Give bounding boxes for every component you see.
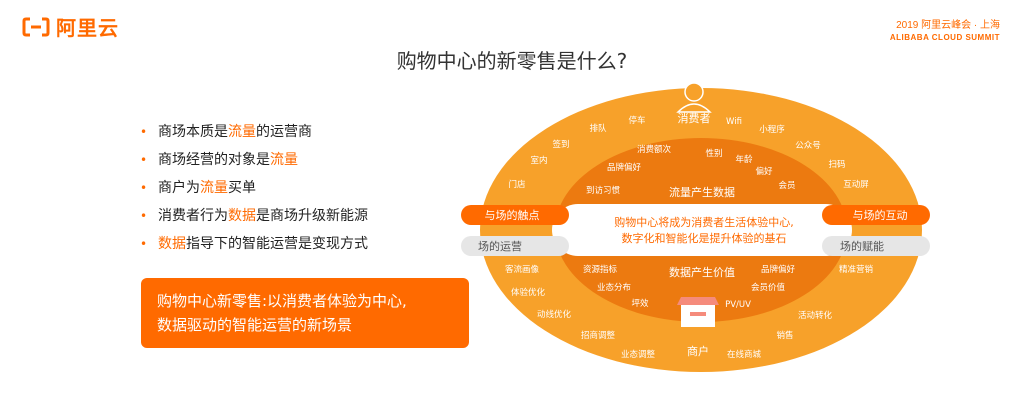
summit-name: ALIBABA CLOUD SUMMIT xyxy=(889,33,1000,42)
inner-top-label: 性别 xyxy=(705,148,722,159)
outer-label: 公众号 xyxy=(795,141,821,151)
inner-top-label: 年龄 xyxy=(735,154,753,165)
merchant-label: 商户 xyxy=(687,344,709,358)
inner-bottom-label: 会员价值 xyxy=(751,282,786,293)
inner-top-label: 品牌偏好 xyxy=(607,162,642,173)
center-text-line-1: 购物中心将成为消费者生活体验中心, xyxy=(614,215,794,229)
outer-bottom-label: 销售 xyxy=(776,330,793,341)
outer-label: 排队 xyxy=(589,123,607,134)
outer-label: 会员 xyxy=(778,180,795,191)
right-enable-label: 场的赋能 xyxy=(840,239,884,253)
inner-bottom-label: 资源指标 xyxy=(583,264,618,275)
inner-top-label: 偏好 xyxy=(755,166,773,177)
bullet-item: 数据指导下的智能运营是变现方式 xyxy=(140,230,368,258)
inner-bottom-label: 业态分布 xyxy=(597,282,631,293)
center-text-line-2: 数字化和智能化是提升体验的基石 xyxy=(622,231,787,245)
inner-top-label: 到访习惯 xyxy=(586,185,621,196)
outer-label: 小程序 xyxy=(759,124,785,135)
callout-line-1: 购物中心新零售:以消费者体验为中心, xyxy=(157,292,407,310)
inner-bottom-label: PV/UV xyxy=(725,300,751,310)
left-touch-label: 与场的触点 xyxy=(485,208,540,222)
outer-bottom-label: 在线商城 xyxy=(727,349,762,360)
upper-ring-title: 流量产生数据 xyxy=(669,185,735,199)
left-touch-pill xyxy=(461,205,569,225)
outer-label: Wifi xyxy=(726,117,742,127)
outer-bottom-label: 体验优化 xyxy=(511,287,546,298)
summit-badge: 2019 阿里云峰会 · 上海 ALIBABA CLOUD SUMMIT xyxy=(890,16,1000,42)
right-enable-pill xyxy=(822,236,930,256)
inner-top-label: 消费额次 xyxy=(637,144,672,155)
bullet-item: 商场本质是流量的运营商 xyxy=(140,118,368,146)
alibaba-cloud-logo: 阿里云 xyxy=(22,12,119,41)
callout-line-2: 数据驱动的智能运营的新场景 xyxy=(157,316,353,334)
outer-bottom-label: 活动转化 xyxy=(798,310,833,321)
right-interact-pill xyxy=(822,205,930,225)
right-interact-label: 与场的互动 xyxy=(853,208,908,222)
consumer-icon xyxy=(676,82,712,113)
outer-bottom-label: 业态调整 xyxy=(621,349,656,360)
inner-bottom-label: 坪效 xyxy=(631,298,649,309)
logo-text: 阿里云 xyxy=(56,16,119,40)
lower-ring-title: 数据产生价值 xyxy=(669,265,735,279)
bullet-item: 消费者行为数据是商场升级新能源 xyxy=(140,202,368,230)
merchant-icon xyxy=(677,297,719,327)
summit-year-city: 2019 阿里云峰会 · 上海 xyxy=(896,20,1000,31)
summary-callout: 购物中心新零售:以消费者体验为中心, 数据驱动的智能运营的新场景 xyxy=(141,278,469,348)
consumer-label: 消费者 xyxy=(678,111,711,125)
outer-label: 互动屏 xyxy=(843,179,869,190)
outer-label: 扫码 xyxy=(828,159,845,170)
bullet-list: 商场本质是流量的运营商 商场经营的对象是流量 商户为流量买单 消费者行为数据是商… xyxy=(140,118,368,258)
left-ops-label: 场的运营 xyxy=(478,239,522,253)
bullet-item: 商户为流量买单 xyxy=(140,174,368,202)
outer-bottom-label: 招商调整 xyxy=(581,330,616,341)
alibaba-cloud-logo-mark-icon xyxy=(22,17,50,36)
outer-label: 签到 xyxy=(552,139,569,150)
outer-bottom-label: 精准营销 xyxy=(839,264,874,275)
page-title: 购物中心的新零售是什么? xyxy=(396,49,628,73)
outer-label: 室内 xyxy=(530,155,547,166)
outer-bottom-label: 客流画像 xyxy=(505,264,540,275)
outer-label: 停车 xyxy=(628,115,645,126)
inner-bottom-label: 品牌偏好 xyxy=(761,264,796,275)
left-ops-pill xyxy=(461,236,569,256)
bullet-item: 商场经营的对象是流量 xyxy=(140,146,368,174)
center-capsule xyxy=(552,204,852,256)
outer-label: 门店 xyxy=(508,179,526,190)
outer-bottom-label: 动线优化 xyxy=(537,309,572,320)
